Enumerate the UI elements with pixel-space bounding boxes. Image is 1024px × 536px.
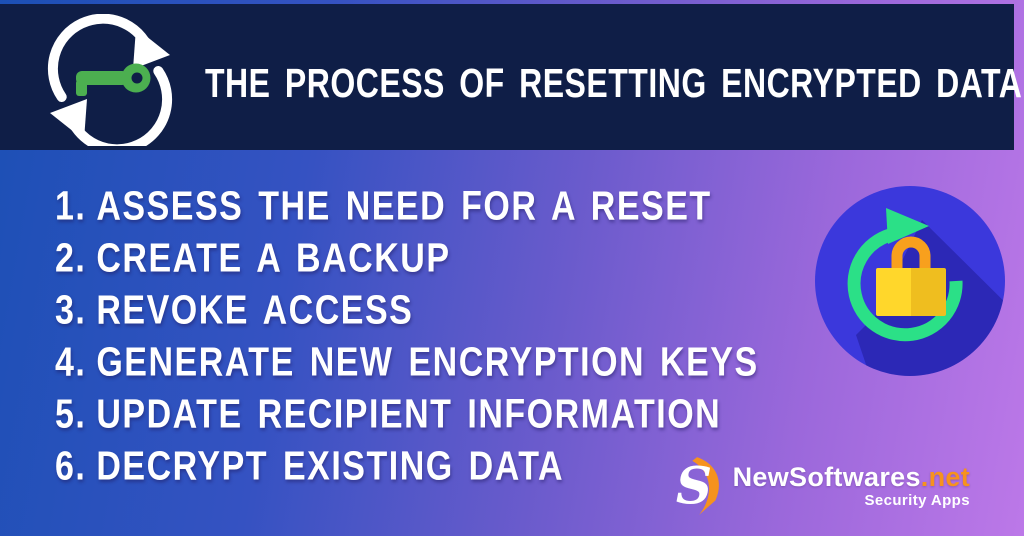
page-title: THE PROCESS OF RESETTING ENCRYPTED DATA (205, 56, 1022, 110)
step-number: 1. (55, 183, 87, 230)
step-label: UPDATE RECIPIENT INFORMATION (96, 391, 722, 438)
step-label: DECRYPT EXISTING DATA (96, 443, 565, 490)
step-number: 5. (55, 391, 87, 438)
list-item: 6.DECRYPT EXISTING DATA (55, 441, 759, 493)
step-number: 6. (55, 443, 87, 490)
brand-tagline: Security Apps (864, 492, 970, 509)
step-number: 3. (55, 287, 87, 334)
reset-lock-icon (815, 186, 1005, 376)
step-label: ASSESS THE NEED FOR A RESET (96, 183, 712, 230)
list-item: 2.CREATE A BACKUP (55, 233, 759, 285)
step-label: GENERATE NEW ENCRYPTION KEYS (96, 339, 759, 386)
brand-logo: S NewSoftwares.net Security Apps (672, 455, 970, 517)
header-bar: THE PROCESS OF RESETTING ENCRYPTED DATA (0, 4, 1022, 150)
brand-text: NewSoftwares.net Security Apps (733, 462, 970, 510)
brand-name: NewSoftwares.net (733, 462, 970, 492)
list-item: 5.UPDATE RECIPIENT INFORMATION (55, 389, 759, 441)
brand-name-main: NewSoftwares (732, 462, 921, 492)
step-label: REVOKE ACCESS (96, 287, 414, 334)
steps-list: 1.ASSESS THE NEED FOR A RESET 2.CREATE A… (55, 181, 759, 493)
list-item: 4.GENERATE NEW ENCRYPTION KEYS (55, 337, 759, 389)
list-item: 1.ASSESS THE NEED FOR A RESET (55, 181, 759, 233)
page-title-text: THE PROCESS OF RESETTING ENCRYPTED DATA (205, 59, 1023, 107)
step-number: 2. (55, 235, 87, 282)
refresh-key-icon (47, 14, 173, 146)
list-item: 3.REVOKE ACCESS (55, 285, 759, 337)
brand-name-tld: .net (920, 462, 970, 492)
step-label: CREATE A BACKUP (96, 235, 451, 282)
newsoftwares-s-mark: S (675, 456, 719, 515)
step-number: 4. (55, 339, 87, 386)
brand-mark-letter: S (675, 456, 711, 515)
